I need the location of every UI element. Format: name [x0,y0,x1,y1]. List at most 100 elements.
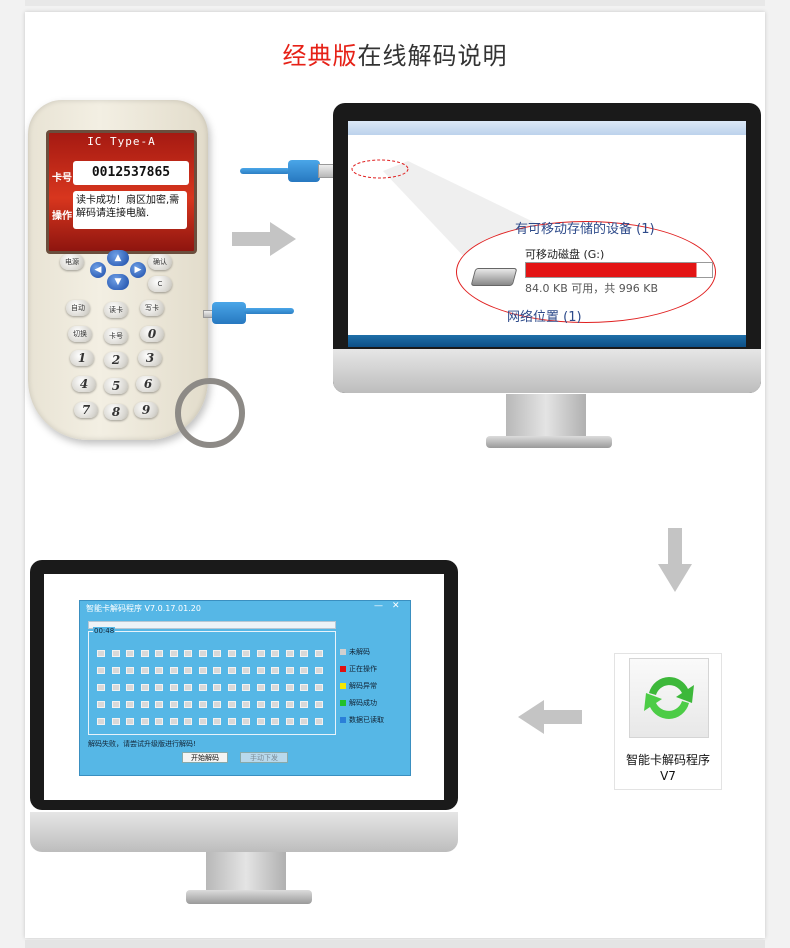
sector-cell [184,701,192,708]
sector-cell [271,718,279,725]
sector-cell [140,667,149,674]
usb-cable [240,168,290,174]
monitor-chin [333,349,761,393]
key-2[interactable]: 2 [104,352,128,368]
sector-cell [227,650,236,657]
sector-cell [126,701,134,708]
monitor-decoder: 智能卡解码程序 V7.0.17.01.20 — ✕ 00:48 未解码 正在操作… [30,560,458,852]
key-5[interactable]: 5 [104,378,128,394]
sector-cell [169,701,178,708]
monitor-stand [506,394,586,438]
sector-cell [111,701,120,708]
legend-swatch-operating [340,666,346,672]
legend-label: 解码成功 [349,699,377,707]
legend-swatch-error [340,683,346,689]
sector-cell [198,701,207,708]
sector-cell [300,718,308,725]
sector-cell [97,701,105,708]
sector-cell [184,667,192,674]
sector-cell [314,701,323,708]
sector-cell [271,667,279,674]
sector-cell [242,718,250,725]
arrow-down-icon[interactable]: ▼ [107,274,129,290]
arrow-right-icon[interactable]: ▶ [130,262,146,278]
drive-name[interactable]: 可移动磁盘 (G:) [525,248,605,261]
legend-swatch-read [340,717,346,723]
arrow-left-icon[interactable]: ◀ [90,262,106,278]
arrow-up-icon[interactable]: ▲ [107,250,129,266]
sector-cell [271,701,279,708]
sector-cell [227,718,236,725]
explorer-window: 有可移动存储的设备 (1) 可移动磁盘 (G:) 84.0 KB 可用，共 99… [348,121,746,347]
key-confirm[interactable]: 确认 [148,254,172,270]
navigation-pad[interactable]: ▲ ◀ ▶ ▼ [90,250,146,290]
sector-cell [256,718,265,725]
key-7[interactable]: 7 [74,402,98,418]
program-name: 智能卡解码程序 [625,753,710,767]
title-rest: 在线解码说明 [357,42,508,70]
sector-cell [126,667,134,674]
decoder-window: 智能卡解码程序 V7.0.17.01.20 — ✕ 00:48 未解码 正在操作… [79,600,411,776]
card-reader-device: IC Type-A 卡号 0012537865 操作 读卡成功！扇区加密,需解码… [28,100,208,440]
refresh-icon [629,658,709,738]
screen-message: 读卡成功！扇区加密,需解码请连接电脑. [73,191,187,229]
key-1[interactable]: 1 [70,350,94,366]
legend-label: 数据已读取 [349,716,384,724]
key-3[interactable]: 3 [138,350,162,366]
key-card[interactable]: 卡号 [104,328,128,344]
decode-progress-bar [88,621,336,629]
legend-undecoded: 未解码 [340,647,370,657]
elapsed-timer: 00:48 [93,627,116,635]
key-auto[interactable]: 自动 [66,300,90,316]
sector-cell [314,667,323,674]
explorer-toolbar [348,121,746,135]
key-clear[interactable]: C [148,276,172,292]
sector-cell [314,684,323,691]
sector-cell [285,650,294,657]
sector-cell [213,667,221,674]
legend-label: 正在操作 [349,665,377,673]
sector-cell [213,718,221,725]
windows-taskbar [348,335,746,347]
sector-cell [126,718,134,725]
sector-cell [126,650,134,657]
sector-cell [256,650,265,657]
sector-cell [285,701,294,708]
key-write[interactable]: 写卡 [140,300,164,316]
top-strip [25,0,765,6]
key-8[interactable]: 8 [104,404,128,420]
legend-success: 解码成功 [340,698,377,708]
key-switch[interactable]: 切换 [68,326,92,342]
card-number-label: 卡号 [52,173,72,184]
sector-cell [227,684,236,691]
arrow-left-icon [518,700,582,734]
devices-section-header: 有可移动存储的设备 (1) [515,222,655,237]
manual-send-button[interactable]: 手动下发 [240,752,288,763]
sector-cell [227,667,236,674]
sector-cell [155,684,163,691]
key-0[interactable]: 0 [140,326,164,342]
decoder-title: 智能卡解码程序 V7.0.17.01.20 [86,604,201,613]
sector-cell [97,667,105,674]
sector-cell [300,667,308,674]
operation-label: 操作 [52,211,72,222]
sector-cell [169,667,178,674]
sector-cell [300,650,308,657]
sector-cell [285,718,294,725]
sector-cell [111,718,120,725]
minimize-icon[interactable]: — [374,601,383,611]
key-read[interactable]: 读卡 [104,302,128,318]
key-power[interactable]: 电源 [60,254,84,270]
key-9[interactable]: 9 [134,402,158,418]
sector-cell [242,684,250,691]
sector-cell [213,684,221,691]
network-section-header: 网络位置 (1) [507,310,582,325]
sector-cell [300,701,308,708]
key-4[interactable]: 4 [72,376,96,392]
close-icon[interactable]: ✕ [392,601,400,611]
start-decode-button[interactable]: 开始解码 [182,752,228,763]
key-6[interactable]: 6 [136,376,160,392]
card-number-value: 0012537865 [73,161,189,185]
sector-cell [140,650,149,657]
